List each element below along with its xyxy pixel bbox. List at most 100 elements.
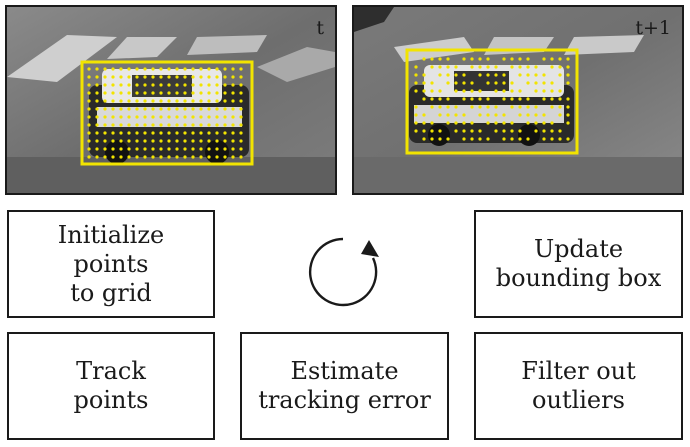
tracked-point [446, 57, 450, 61]
tracked-point [558, 57, 562, 61]
tracked-point [183, 147, 187, 151]
tracked-point [207, 91, 211, 95]
tracked-point [422, 137, 426, 141]
tracked-point [223, 107, 227, 111]
tracked-point [550, 137, 554, 141]
tracked-point [454, 113, 458, 117]
road-marking [564, 35, 644, 55]
tracked-point [95, 131, 99, 135]
tracked-point [215, 131, 219, 135]
tracked-point [494, 129, 498, 133]
tracked-point [207, 75, 211, 79]
tracked-point [231, 83, 235, 87]
tracked-point [143, 123, 147, 127]
tracked-point [199, 131, 203, 135]
tracked-point [183, 107, 187, 111]
tracked-point [566, 57, 570, 61]
tracked-point [103, 107, 107, 111]
tracked-point [167, 123, 171, 127]
tracked-point [95, 91, 99, 95]
tracked-point [207, 83, 211, 87]
tracked-point [470, 121, 474, 125]
tracked-point [127, 83, 131, 87]
tracked-point [422, 73, 426, 77]
tracked-point [127, 123, 131, 127]
tracked-point [239, 99, 243, 103]
tracked-point [542, 121, 546, 125]
tracked-point [470, 97, 474, 101]
tracked-point [135, 91, 139, 95]
tracked-point [558, 89, 562, 93]
tracked-point [566, 65, 570, 69]
tracked-point [542, 89, 546, 93]
tracked-point [566, 73, 570, 77]
tracked-point [103, 123, 107, 127]
tracked-point [422, 97, 426, 101]
tracked-point [223, 155, 227, 159]
tracked-point [103, 147, 107, 151]
tracked-point [215, 139, 219, 143]
tracked-point [534, 65, 538, 69]
tracked-point [167, 83, 171, 87]
tracked-point [207, 155, 211, 159]
tracked-point [231, 155, 235, 159]
tracked-point [143, 155, 147, 159]
tracked-point [127, 67, 131, 71]
tracked-point [103, 115, 107, 119]
tracked-point [470, 57, 474, 61]
tracked-point [223, 75, 227, 79]
frame-label-t1: t+1 [635, 17, 671, 39]
tracked-point [542, 97, 546, 101]
tracked-point [191, 83, 195, 87]
tracked-point [199, 107, 203, 111]
tracked-point [175, 83, 179, 87]
tracked-point [111, 123, 115, 127]
tracked-point [159, 123, 163, 127]
tracked-point [111, 107, 115, 111]
tracked-point [207, 99, 211, 103]
tracked-point [215, 147, 219, 151]
tracked-point [143, 147, 147, 151]
tracked-point [135, 67, 139, 71]
tracked-point [127, 147, 131, 151]
tracked-point [550, 129, 554, 133]
tracked-point [542, 57, 546, 61]
tracked-point [414, 73, 418, 77]
tracked-point [159, 83, 163, 87]
tracked-point [199, 139, 203, 143]
tracked-point [183, 83, 187, 87]
tracked-point [223, 115, 227, 119]
tracked-point [510, 57, 514, 61]
tracked-point [438, 97, 442, 101]
tracked-point [95, 83, 99, 87]
tracked-point [95, 107, 99, 111]
tracked-point [87, 131, 91, 135]
tracked-point [470, 81, 474, 85]
tracked-point [430, 89, 434, 93]
tracked-point [159, 139, 163, 143]
tracked-point [119, 139, 123, 143]
tracked-point [542, 113, 546, 117]
tracked-point [430, 105, 434, 109]
tracked-point [135, 131, 139, 135]
tracked-point [462, 129, 466, 133]
tracked-point [422, 81, 426, 85]
tracked-point [518, 137, 522, 141]
tracked-point [111, 155, 115, 159]
tracked-point [526, 65, 530, 69]
tracked-point [414, 105, 418, 109]
tracked-point [199, 83, 203, 87]
tracked-point [470, 65, 474, 69]
tracked-point [526, 121, 530, 125]
tracked-point [87, 91, 91, 95]
tracked-point [510, 121, 514, 125]
tracked-point [135, 115, 139, 119]
tracked-point [518, 57, 522, 61]
tracked-point [486, 97, 490, 101]
tracked-point [502, 73, 506, 77]
step-estimate-tracking-error: Estimate tracking error [240, 332, 449, 440]
tracked-point [518, 129, 522, 133]
tracked-point [534, 89, 538, 93]
tracked-point [486, 65, 490, 69]
tracked-point [542, 129, 546, 133]
